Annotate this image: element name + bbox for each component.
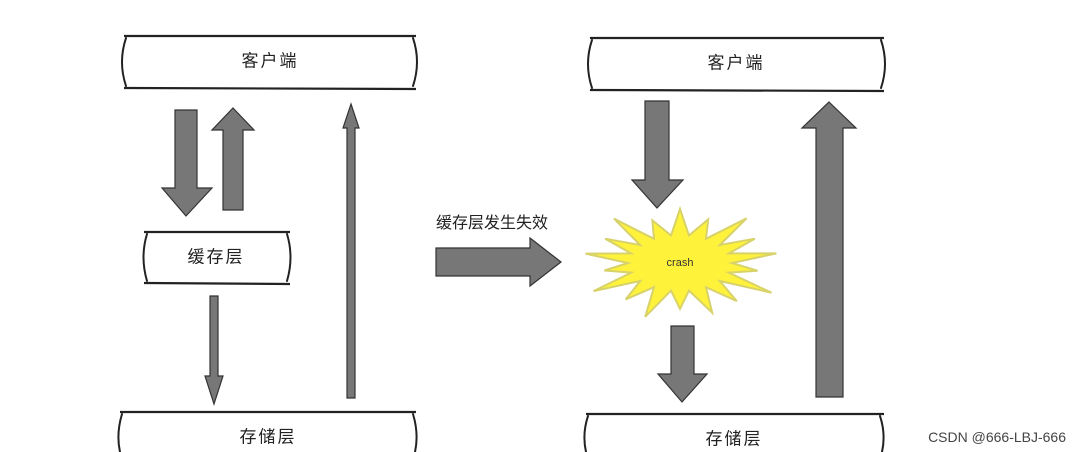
right-storage-to-client-arrow: [800, 101, 858, 398]
left-client-label: 客户端: [242, 52, 299, 72]
left-storage-to-client-arrow: [342, 102, 360, 399]
left-cache-to-storage-arrow: [204, 295, 224, 406]
crash-icon: [585, 205, 777, 318]
left-storage-box: 存储层: [117, 410, 418, 452]
right-request-arrow-down: [630, 100, 685, 209]
crash-starburst: crash: [585, 205, 777, 318]
crash-label: crash: [667, 257, 694, 269]
right-storage-label: 存储层: [706, 430, 763, 450]
left-client-box: 客户端: [121, 34, 418, 91]
left-panel: 客户端 缓存层: [117, 34, 418, 452]
watermark: CSDN @666-LBJ-666: [928, 429, 1066, 445]
left-cache-label: 缓存层: [188, 248, 245, 268]
right-client-box: 客户端: [587, 36, 886, 93]
transition: 缓存层发生失效: [435, 213, 562, 288]
right-client-label: 客户端: [708, 54, 765, 74]
right-panel: 客户端 crash 存储层: [583, 36, 886, 452]
transition-arrow: [435, 236, 562, 288]
left-response-arrow-up: [210, 107, 256, 211]
right-storage-box: 存储层: [583, 412, 885, 452]
right-fallthrough-arrow-down: [656, 325, 709, 403]
left-cache-box: 缓存层: [142, 230, 292, 286]
left-request-arrow-down: [160, 109, 214, 217]
left-storage-label: 存储层: [240, 428, 297, 448]
transition-label: 缓存层发生失效: [436, 213, 548, 232]
